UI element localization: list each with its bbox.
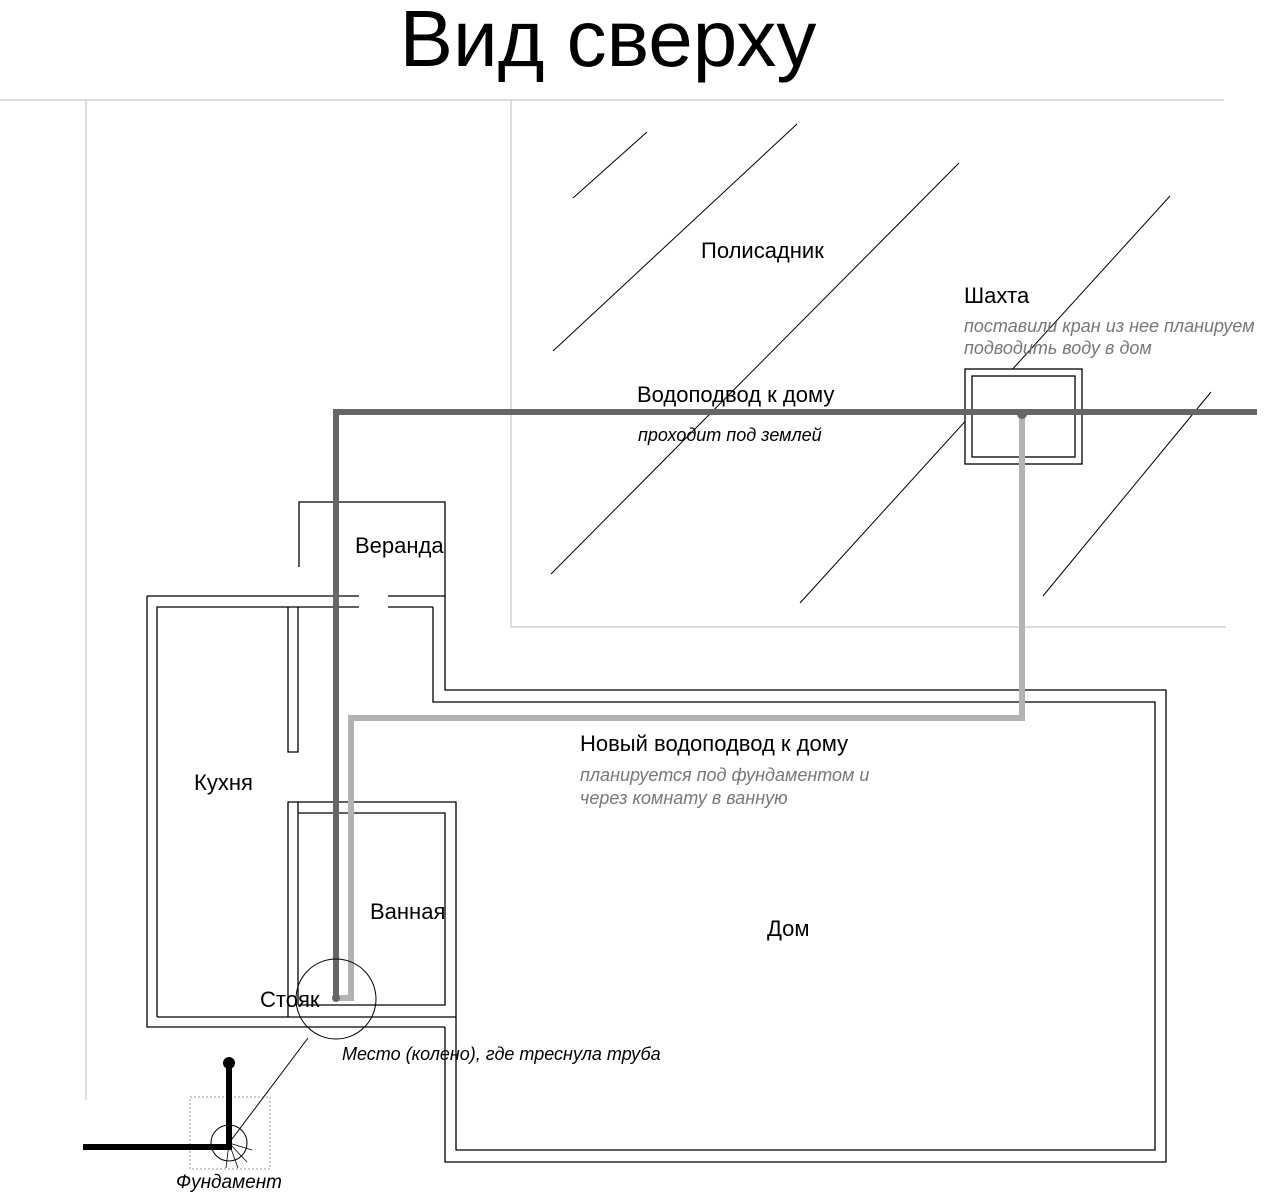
house-walls [157,596,1167,1163]
foundation-pipe [83,1063,232,1150]
new-supply-pipe [338,414,1025,1001]
new-supply-label: Новый водоподвод к дому [580,731,848,756]
foundation-label: Фундамент [176,1172,282,1193]
plot-boundaries [0,99,1226,1100]
crack-note: Место (колено), где треснула труба [342,1044,661,1064]
supply-label: Водоподвод к дому [637,382,834,407]
new-supply-note-line2: через комнату в ванную [580,788,788,808]
garden-hatching [550,123,1212,604]
kitchen-walls [146,596,445,1028]
supply-note: проходит под землей [638,425,822,445]
veranda-walls [147,501,446,597]
foundation-detail [83,1037,309,1170]
bathroom-label: Ванная [370,899,445,924]
house-label: Дом [767,916,810,941]
shaft-note-line2: подводить воду в дом [964,338,1152,358]
veranda-label: Веранда [355,533,444,558]
shaft-note-line1: поставили кран из нее планируем [964,316,1255,336]
riser-joint [332,994,340,1002]
crack-location-circle [295,958,377,1040]
existing-supply-pipe [333,409,1257,998]
riser-label: Стояк [260,987,320,1012]
shaft-valve [1017,409,1027,419]
garden-label: Полисадник [701,238,824,263]
kitchen-label: Кухня [194,770,253,795]
shaft-label: Шахта [964,283,1030,308]
new-supply-note-line1: планируется под фундаментом и [580,765,869,785]
diagram-title: Вид сверху [400,0,817,83]
